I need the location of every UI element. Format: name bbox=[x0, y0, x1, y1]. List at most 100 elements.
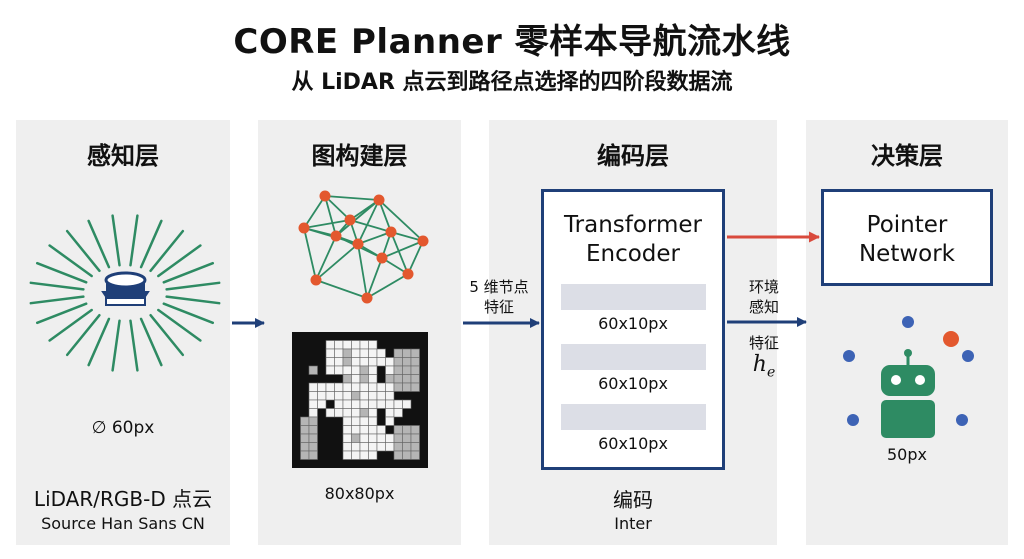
robot-antenna-tip bbox=[904, 349, 912, 357]
grid-cell bbox=[300, 442, 310, 452]
graph-nodes bbox=[298, 190, 429, 304]
graph-edge bbox=[335, 199, 380, 237]
lidar-ray bbox=[48, 308, 93, 342]
grid-cell bbox=[385, 399, 395, 409]
grid-cell bbox=[342, 365, 352, 375]
lidar-ray bbox=[129, 214, 139, 267]
grid-cell bbox=[342, 408, 352, 418]
robot-eye bbox=[891, 375, 901, 385]
grid-cell bbox=[393, 382, 403, 392]
encoder-slot-label: 60x10px bbox=[598, 374, 668, 393]
grid-cell bbox=[308, 416, 318, 426]
grid-cell bbox=[385, 374, 395, 384]
grid-cell bbox=[376, 348, 386, 358]
grid-cell bbox=[342, 374, 352, 384]
graph-node bbox=[373, 194, 385, 206]
symbol-subscript: e bbox=[766, 364, 776, 381]
grid-cell bbox=[342, 340, 352, 350]
graph-edge bbox=[324, 195, 337, 237]
grid-cell bbox=[359, 416, 369, 426]
lidar-ray bbox=[65, 229, 101, 273]
grid-cell bbox=[393, 450, 403, 460]
grid-cell bbox=[351, 340, 361, 350]
env-feature-label-line1: 环境 bbox=[748, 278, 779, 296]
grid-cell bbox=[351, 425, 361, 435]
grid-cell bbox=[359, 365, 369, 375]
lidar-ray bbox=[87, 219, 111, 269]
grid-cell bbox=[342, 348, 352, 358]
occupancy-grid-icon bbox=[292, 332, 428, 468]
grid-cell bbox=[359, 348, 369, 358]
pointer-network-box: Pointer Network bbox=[821, 189, 993, 286]
graph-edge bbox=[315, 235, 337, 281]
lidar-ray bbox=[48, 244, 93, 278]
grid-cell bbox=[359, 340, 369, 350]
grid-cell bbox=[334, 408, 344, 418]
graph-node bbox=[385, 226, 397, 238]
robot-head bbox=[881, 365, 935, 396]
grid-cell bbox=[393, 374, 403, 384]
waypoint-dot bbox=[843, 350, 855, 362]
symbol-main: h bbox=[752, 352, 767, 377]
encoder-box-line1: Transformer bbox=[563, 212, 702, 238]
grid-cell bbox=[368, 357, 378, 367]
node-feature-label-line1: 5 维节点 bbox=[469, 278, 529, 296]
lidar-ray bbox=[139, 317, 163, 367]
grid-cell bbox=[402, 450, 412, 460]
pointer-box-line1: Pointer bbox=[866, 212, 948, 238]
grid-cell bbox=[385, 416, 395, 426]
encoder-box-line2: Encoder bbox=[585, 241, 681, 267]
grid-cell bbox=[308, 391, 318, 401]
grid-cell bbox=[385, 382, 395, 392]
grid-cell bbox=[325, 408, 335, 418]
grid-cell bbox=[351, 399, 361, 409]
lidar-ray bbox=[162, 261, 215, 284]
lidar-rays bbox=[29, 214, 221, 372]
grid-cell bbox=[368, 374, 378, 384]
grid-cell bbox=[359, 408, 369, 418]
graph-edge bbox=[366, 257, 383, 299]
grid-cell bbox=[342, 391, 352, 401]
transformer-encoder-box: Transformer Encoder 60x10px 60x10px 60x1… bbox=[541, 189, 725, 470]
robot-icon bbox=[881, 349, 935, 438]
grid-cell bbox=[402, 442, 412, 452]
grid-cell bbox=[334, 357, 344, 367]
grid-cell bbox=[393, 442, 403, 452]
grid-cell bbox=[334, 365, 344, 375]
grid-cell bbox=[393, 433, 403, 443]
graph-node bbox=[319, 190, 331, 202]
graph-edge bbox=[303, 195, 326, 229]
grid-cell bbox=[351, 433, 361, 443]
grid-cell bbox=[317, 382, 327, 392]
decision-panel-title: 决策层 bbox=[871, 142, 943, 170]
grid-cell bbox=[410, 442, 420, 452]
lidar-ray bbox=[65, 313, 101, 357]
grid-cell bbox=[308, 408, 318, 418]
grid-cell bbox=[376, 382, 386, 392]
grid-cell bbox=[385, 365, 395, 375]
grid-cell bbox=[385, 391, 395, 401]
graph-edge bbox=[324, 195, 380, 201]
encoder-output-symbol: he bbox=[733, 352, 795, 380]
grid-cell bbox=[351, 374, 361, 384]
graph-edge bbox=[303, 227, 317, 281]
grid-cell bbox=[342, 450, 352, 460]
lidar-ray bbox=[35, 261, 88, 284]
grid-cell bbox=[300, 425, 310, 435]
lidar-ray bbox=[111, 214, 121, 267]
waypoint-dot bbox=[962, 350, 974, 362]
grid-cell bbox=[393, 365, 403, 375]
perception-panel: 感知层 ∅ 60px LiDAR/RGB-D 点云 Source Han San… bbox=[16, 120, 230, 545]
grid-cell bbox=[351, 391, 361, 401]
grid-cell bbox=[342, 382, 352, 392]
grid-cell bbox=[368, 365, 378, 375]
encoder-panel-title: 编码层 bbox=[597, 142, 669, 170]
graph-node bbox=[402, 268, 414, 280]
grid-cell bbox=[351, 348, 361, 358]
grid-cell bbox=[376, 391, 386, 401]
encoder-panel: 编码层 Transformer Encoder 60x10px 60x10px … bbox=[489, 120, 777, 545]
robot-body bbox=[881, 400, 935, 438]
lidar-size-label: ∅ 60px bbox=[91, 418, 155, 438]
lidar-ray bbox=[165, 295, 221, 305]
grid-cell bbox=[368, 348, 378, 358]
